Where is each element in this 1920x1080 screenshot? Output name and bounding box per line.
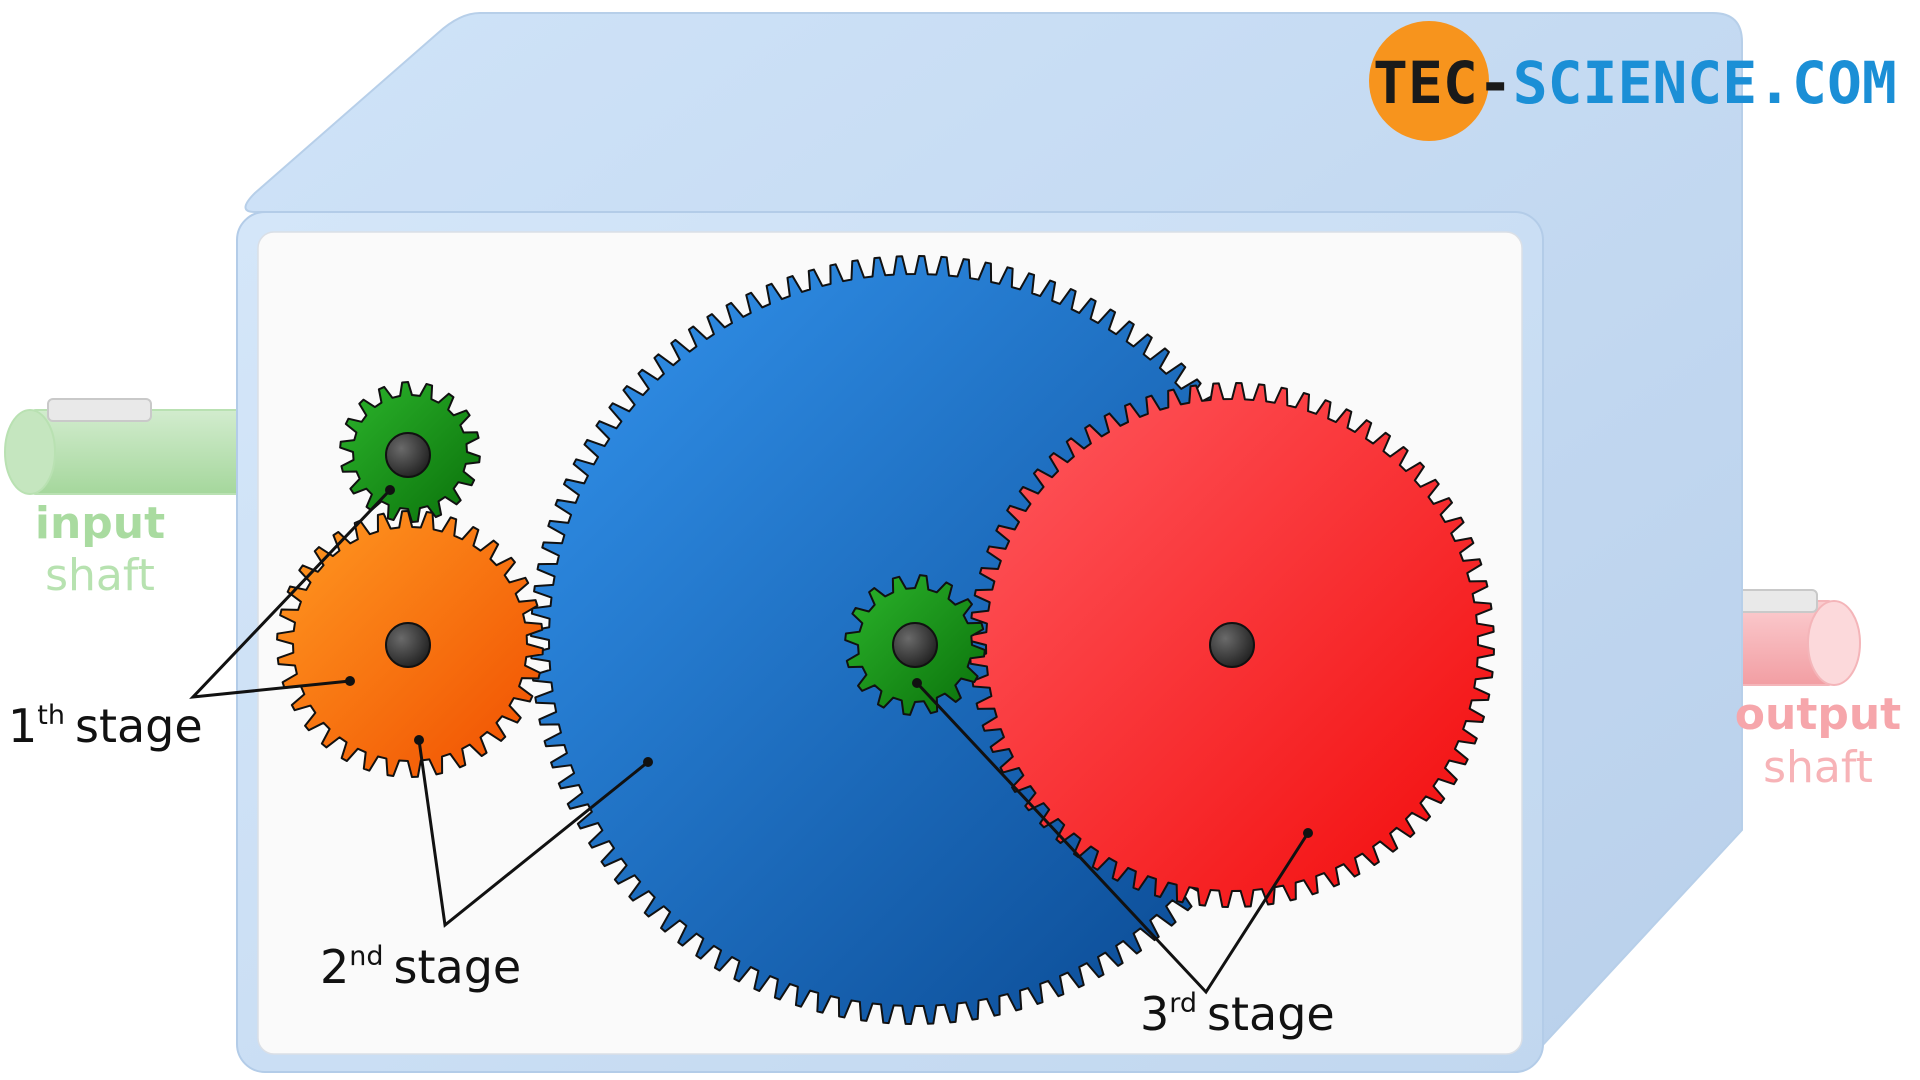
hub-green-middle — [892, 622, 938, 668]
leader-dot — [414, 735, 424, 745]
input-shaft — [4, 398, 251, 495]
hub-green-input — [385, 432, 431, 478]
leader-lines — [189, 488, 1310, 995]
leader-dot — [1303, 828, 1313, 838]
leader-stage1 — [189, 488, 392, 699]
leader-dot — [385, 485, 395, 495]
leader-dot — [643, 757, 653, 767]
output-shaft-word1: output — [1735, 689, 1901, 740]
input-shaft-word2: shaft — [45, 550, 155, 601]
output-shaft-word2: shaft — [1763, 742, 1873, 793]
logo-circle — [1369, 21, 1489, 141]
leader-dot — [912, 678, 922, 688]
input-shaft-key — [47, 398, 152, 422]
input-shaft-word1: input — [35, 498, 165, 549]
tec-science-logo: TEC-SCIENCE.COM — [1369, 21, 1897, 141]
input-shaft-label: input shaft — [35, 498, 165, 601]
leader-dot — [345, 676, 355, 686]
leader-stage3 — [915, 681, 1310, 995]
hub-orange — [385, 622, 431, 668]
hub-red — [1209, 622, 1255, 668]
logo-text: TEC-SCIENCE.COM — [1373, 49, 1897, 117]
leader-stage2 — [417, 739, 649, 928]
hubs — [385, 432, 1255, 668]
leader-dots — [345, 485, 1313, 838]
output-shaft-label: output shaft — [1735, 689, 1901, 793]
